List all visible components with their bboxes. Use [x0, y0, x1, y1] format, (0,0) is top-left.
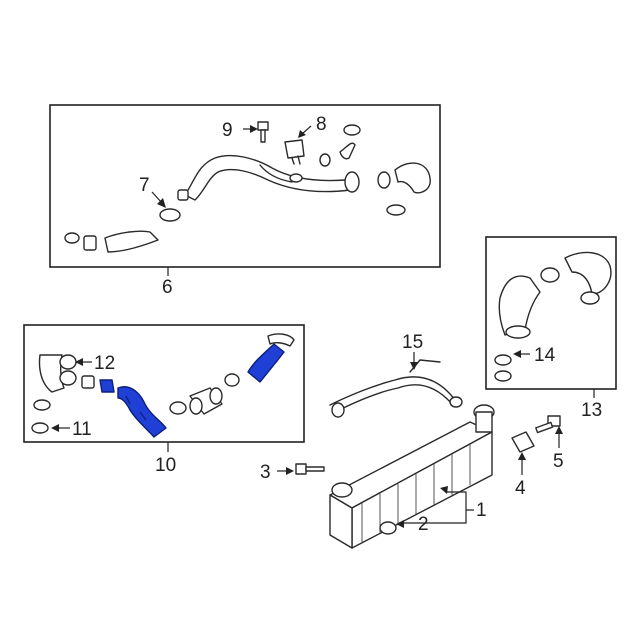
highlighted-hose-10 [99, 379, 115, 393]
callout-4: 4 [515, 478, 526, 499]
pipe-assembly-upper [64, 121, 431, 253]
intercooler-1 [329, 404, 495, 549]
bolt-5 [535, 415, 561, 434]
callout-2: 2 [418, 514, 429, 535]
group-10-frame [23, 324, 305, 443]
group-6-frame [49, 104, 441, 268]
pipe-assembly-lower-left [31, 333, 295, 438]
callout-9: 9 [222, 120, 233, 141]
callout-12: 12 [94, 353, 115, 374]
callout-8: 8 [316, 114, 327, 135]
callout-14: 14 [534, 345, 556, 366]
callout-5: 5 [553, 451, 564, 472]
callout-11: 11 [72, 419, 92, 440]
highlighted-hose-upper [247, 343, 285, 383]
callout-6: 6 [162, 277, 173, 298]
part-15-harness [329, 359, 463, 418]
nut-2 [379, 521, 397, 535]
bracket-4 [511, 431, 535, 453]
bolt-3 [295, 463, 325, 475]
callout-3: 3 [260, 462, 271, 483]
callout-13: 13 [581, 400, 602, 421]
callout-15: 15 [402, 332, 423, 353]
callout-7: 7 [139, 175, 150, 196]
callout-10: 10 [155, 455, 176, 476]
pipe-assembly-right [494, 251, 612, 382]
callout-1: 1 [476, 500, 487, 521]
group-13-frame [485, 236, 617, 390]
